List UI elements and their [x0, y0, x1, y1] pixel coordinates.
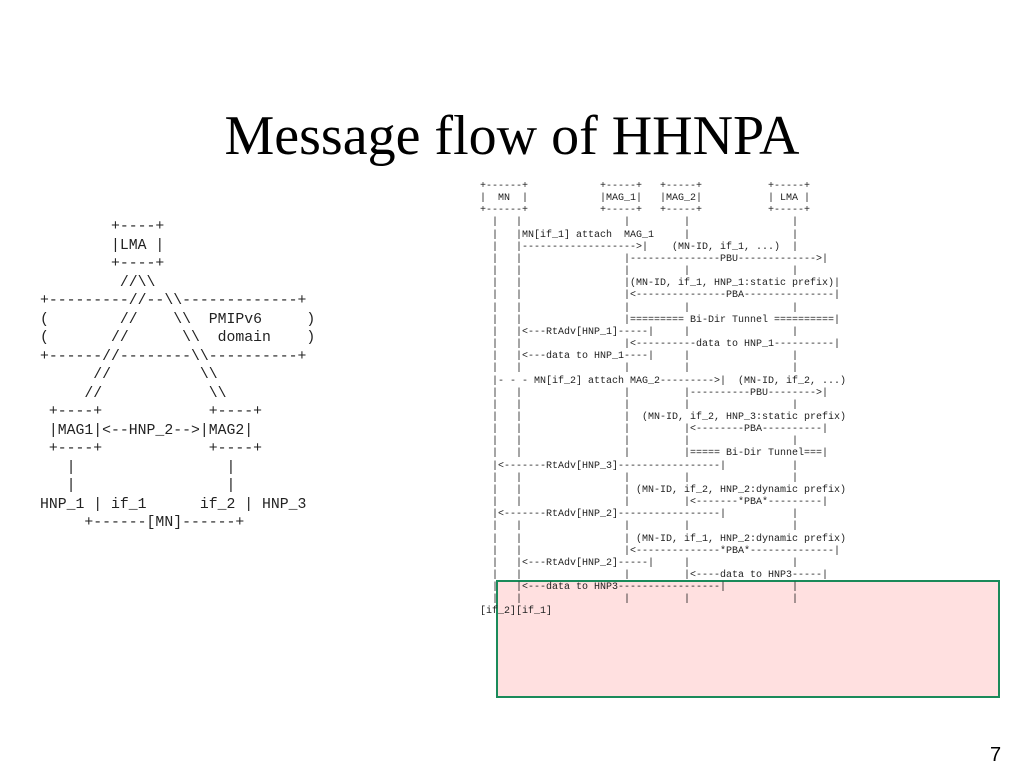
flow-line: | MN | |MAG_1| |MAG_2| | LMA |: [480, 193, 811, 205]
topology-line: // \\: [40, 367, 218, 383]
flow-line: | |------------------->| (MN-ID, if_1, .…: [480, 241, 799, 253]
topology-line: +------[MN]------+: [40, 515, 245, 531]
flow-line: | | |(MN-ID, if_1, HNP_1:static prefix)|: [480, 278, 841, 290]
flow-line: |<-------RtAdv[HNP_3]-----------------| …: [480, 460, 799, 472]
topology-line: HNP_1 | if_1 if_2 | HNP_3: [40, 496, 307, 513]
topology-line: +---------//--\\-------------+: [40, 293, 307, 309]
flow-line: | | | (MN-ID, if_2, HNP_2:dynamic prefix…: [480, 484, 847, 496]
flow-line: | | | | |: [480, 363, 799, 375]
topology-line: | |: [40, 459, 236, 476]
page-title: Message flow of HHNPA: [224, 105, 800, 167]
flow-line: | |<---data to HNP_1----| | |: [480, 351, 799, 363]
topology-line: +------//--------\\----------+: [40, 348, 307, 365]
topology-line: |LMA |: [40, 237, 165, 254]
flow-line: | | | | |: [480, 399, 799, 411]
highlighted-dynamic-prefix-section: [496, 580, 1000, 698]
flow-line: |- - - MN[if_2] attach MAG_2--------->| …: [480, 375, 847, 387]
flow-line: | |<---RtAdv[HNP_2]-----| | |: [480, 557, 799, 569]
topology-line: ( // \\ PMIPv6 ): [40, 311, 316, 328]
flow-line: | | |<--------------*PBA*--------------|: [480, 545, 841, 557]
flow-line: | | | |<--------PBA----------|: [480, 424, 829, 436]
flow-line: | | |<----------data to HNP_1----------|: [480, 339, 841, 351]
flow-line: |<-------RtAdv[HNP_2]-----------------| …: [480, 509, 799, 521]
flow-line: | | | | |: [480, 472, 799, 484]
topology-line: +----+: [40, 219, 165, 235]
flow-line: | | |<---------------PBA---------------|: [480, 290, 841, 302]
page-number: 7: [990, 744, 1002, 766]
flow-line: | | | (MN-ID, if_1, HNP_2:dynamic prefix…: [480, 533, 847, 545]
topology-line: // \\: [40, 385, 227, 402]
flow-line: | |<---RtAdv[HNP_1]-----| | |: [480, 326, 799, 338]
flow-line: +------+ +-----+ +-----+ +-----+: [480, 181, 811, 192]
topology-line: +----+ +----+: [40, 404, 262, 420]
topology-line: +----+ +----+: [40, 441, 262, 457]
pmipv6-topology-diagram: +----+ |LMA | +----+ //\\ +---------//--\…: [40, 218, 315, 533]
flow-line: | | | | |: [480, 436, 799, 448]
flow-line: | | | |<----data to HNP3-----|: [480, 570, 829, 581]
topology-line: +----+: [40, 256, 165, 272]
flow-line: | | | | |: [480, 521, 799, 533]
flow-line: | |<---data to HNP3-----------------| |: [480, 582, 799, 594]
flow-line: | | |========= Bi-Dir Tunnel ==========|: [480, 314, 841, 326]
flow-line: | | |---------------PBU------------->|: [480, 253, 829, 265]
flow-line: | | | | |: [480, 594, 799, 606]
flow-line: | |MN[if_1] attach MAG_1 | |: [480, 229, 799, 241]
topology-line: |MAG1|<--HNP_2-->|MAG2|: [40, 422, 254, 439]
flow-line: | | | | |: [480, 217, 799, 229]
flow-line: +------+ +-----+ +-----+ +-----+: [480, 205, 811, 217]
message-flow-sequence-diagram: +------+ +-----+ +-----+ +-----+| MN | |…: [480, 181, 846, 619]
flow-line: | | | |===== Bi-Dir Tunnel===|: [480, 448, 829, 460]
flow-line: [if_2][if_1]: [480, 606, 553, 618]
flow-line: | | | | |: [480, 302, 799, 314]
topology-line: | |: [40, 478, 236, 494]
topology-line: //\\: [40, 274, 156, 291]
flow-line: | | | | |: [480, 266, 799, 278]
flow-line: | | | (MN-ID, if_2, HNP_3:static prefix): [480, 411, 847, 423]
topology-line: ( // \\ domain ): [40, 330, 316, 346]
flow-line: | | | |<-------*PBA*---------|: [480, 497, 829, 509]
flow-line: | | | |----------PBU-------->|: [480, 387, 829, 399]
